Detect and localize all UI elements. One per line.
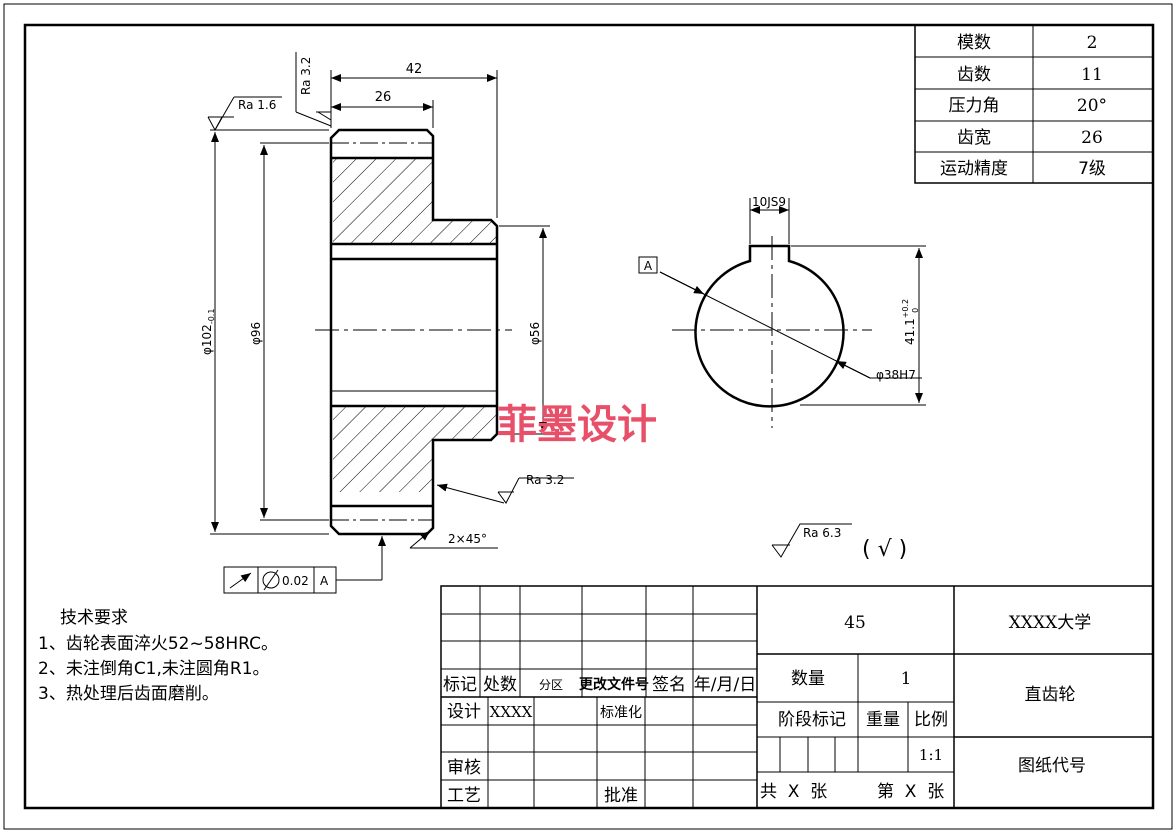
runout-value: 0.02 [282,574,309,588]
hatch-hub-upper [433,220,497,244]
title-block [440,585,1154,809]
watermark: 菲墨设计 [497,402,657,448]
rev-header-count: 处数 [483,675,517,695]
quantity-label: 数量 [791,669,825,689]
process-label: 工艺 [447,786,481,806]
gear-side-view: 10JS9 41.1+0.20 φ38H7 A [638,195,926,428]
dim-dia-56: φ56 [528,322,542,345]
param-value-teeth: 11 [1081,65,1103,85]
quantity: 1 [901,669,912,689]
ra-general-paren: ( √ ) [862,537,907,562]
bore-outline [694,244,845,408]
datum-box [638,256,658,274]
title-block-text: 标记 处数 分区 更改文件号 签名 年/月/日 设计 XXXX 标准化 审核 工… [443,613,1091,806]
drawing-no-label: 图纸代号 [1018,756,1086,776]
rev-header-sign: 签名 [652,675,686,695]
standardize-label: 标准化 [600,705,642,721]
param-value-pressure-angle: 20° [1077,96,1107,116]
param-value-module: 2 [1087,33,1098,53]
stage-label: 阶段标记 [778,710,846,730]
weight-label: 重量 [866,710,900,730]
gear-outline [329,128,499,536]
hatch-lower [333,406,433,492]
tech-requirements: 技术要求 1、齿轮表面淬火52~58HRC。 2、未注倒角C1,未注圆角R1。 … [38,608,278,704]
dim-keyway-width: 10JS9 [752,195,786,209]
design-name: XXXX [490,703,533,721]
dim-bore: φ38H7 [876,368,916,382]
parameter-table: 模数 2 齿数 11 压力角 20° 齿宽 26 运动精度 7级 [914,24,1154,184]
ra-top-face: Ra 3.2 [299,57,313,95]
scale-label: 比例 [914,710,948,730]
tech-req-item: 3、热处理后齿面磨削。 [38,684,219,704]
ra-hub: Ra 3.2 [526,473,564,487]
ra-outer: Ra 1.6 [238,98,276,112]
rev-header-date: 年/月/日 [694,675,756,695]
tech-req-item: 2、未注倒角C1,未注圆角R1。 [38,659,270,679]
hatch-upper [333,158,433,244]
datum-label: A [644,259,653,273]
part-name: 直齿轮 [1025,685,1076,705]
dim-chamfer: 2×45° [448,532,487,546]
design-label: 设计 [447,702,481,722]
dim-dia-102: φ102-0.1 [200,309,216,355]
dim-keyway-depth: 41.1+0.20 [901,299,920,345]
param-label-accuracy: 运动精度 [940,159,1008,179]
rev-header-zone: 分区 [539,678,563,692]
outer-frame [3,3,1173,830]
param-label-teeth: 齿数 [957,65,991,85]
rev-header-doc: 更改文件号 [579,676,649,693]
general-roughness: Ra 6.3 ( √ ) [771,523,907,562]
param-value-accuracy: 7级 [1078,159,1106,179]
school: XXXX大学 [1009,613,1091,633]
sheet-no: 第 X 张 [877,782,944,802]
hatch-hub-lower [433,406,497,440]
dim-26: 26 [375,90,392,105]
dim-dia-96: φ96 [249,322,263,345]
scale-value: 1:1 [919,746,943,764]
tech-req-title: 技术要求 [60,608,128,628]
param-label-pressure-angle: 压力角 [949,96,1000,116]
runout-datum: A [320,574,329,588]
sheets-total: 共 X 张 [760,782,827,802]
param-label-face-width: 齿宽 [957,128,991,148]
param-label-module: 模数 [957,33,991,53]
gear-section-view: 42 26 Ra 3.2 Ra 1.6 φ102-0.1 φ96 φ56 Ra … [200,52,574,594]
param-value-face-width: 26 [1081,128,1103,148]
ra-general: Ra 6.3 [803,526,841,540]
rev-header-mark: 标记 [443,675,477,695]
review-label: 审核 [447,758,481,778]
material: 45 [844,613,866,633]
approve-label: 批准 [604,786,638,806]
runout-tolerance-frame: 0.02 A [223,566,337,594]
tech-req-item: 1、齿轮表面淬火52~58HRC。 [38,634,278,654]
dim-42: 42 [406,62,423,77]
